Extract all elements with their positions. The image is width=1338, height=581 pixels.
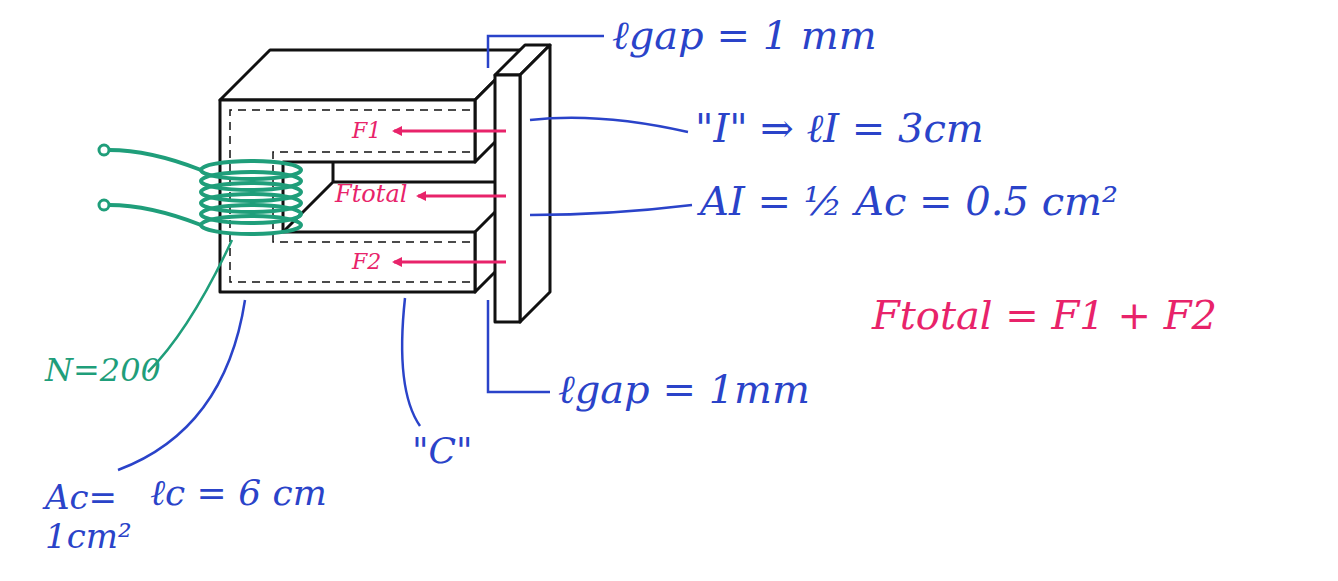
gap-dimension: ℓgap = 1 mm bbox=[612, 12, 877, 58]
force-label: F2 bbox=[352, 249, 381, 274]
force-arrows bbox=[394, 131, 506, 262]
coil-lead bbox=[109, 150, 201, 170]
force-arrow bbox=[418, 195, 506, 198]
force-arrow bbox=[394, 130, 506, 133]
bar-front-face bbox=[495, 75, 520, 322]
label-slot: Ac= 1cm² bbox=[45, 478, 145, 556]
i-bar bbox=[495, 45, 550, 322]
label-slot: ℓgap = 1 mm bbox=[612, 12, 877, 58]
coil-lead bbox=[109, 205, 201, 225]
area-dimension: Ac= 1cm² bbox=[45, 478, 145, 556]
label-slot: Ftotal = F1 + F2 bbox=[872, 292, 1217, 338]
force-equation: Ftotal = F1 + F2 bbox=[872, 292, 1217, 338]
leader-line bbox=[530, 118, 688, 132]
gap-dimension: ℓgap = 1mm bbox=[558, 366, 810, 412]
turns-label: N=200 bbox=[45, 352, 161, 389]
force-label: F1 bbox=[352, 118, 381, 143]
part-name: "C" bbox=[412, 430, 473, 471]
label-slot: AI = ½ Ac = 0.5 cm² bbox=[700, 178, 1118, 224]
leader-line bbox=[530, 205, 692, 215]
label-slot: Ftotal bbox=[335, 181, 407, 209]
core-top-face bbox=[220, 50, 525, 100]
coil-turn bbox=[201, 216, 301, 234]
terminal bbox=[99, 145, 109, 155]
length-dimension: ℓc = 6 cm bbox=[150, 472, 327, 513]
leader-line bbox=[488, 300, 550, 392]
label-slot: "C" bbox=[412, 430, 473, 471]
bar-side-face bbox=[520, 45, 550, 322]
label-slot: ℓc = 6 cm bbox=[150, 472, 327, 513]
area-dimension: AI = ½ Ac = 0.5 cm² bbox=[700, 178, 1118, 224]
force-arrow bbox=[394, 261, 506, 264]
terminal bbox=[99, 200, 109, 210]
leader-line bbox=[488, 36, 604, 68]
label-slot: F1 bbox=[352, 118, 381, 143]
coil bbox=[109, 150, 301, 234]
label-slot: N=200 bbox=[45, 352, 161, 389]
label-slot: ℓgap = 1mm bbox=[558, 366, 810, 412]
force-label: Ftotal bbox=[335, 181, 407, 209]
leader-line bbox=[402, 298, 420, 426]
label-slot: F2 bbox=[352, 249, 381, 274]
core-window-edge bbox=[283, 162, 525, 232]
label-slot: "I" ⇒ ℓI = 3cm bbox=[695, 105, 984, 151]
part-dimension: "I" ⇒ ℓI = 3cm bbox=[695, 105, 984, 151]
